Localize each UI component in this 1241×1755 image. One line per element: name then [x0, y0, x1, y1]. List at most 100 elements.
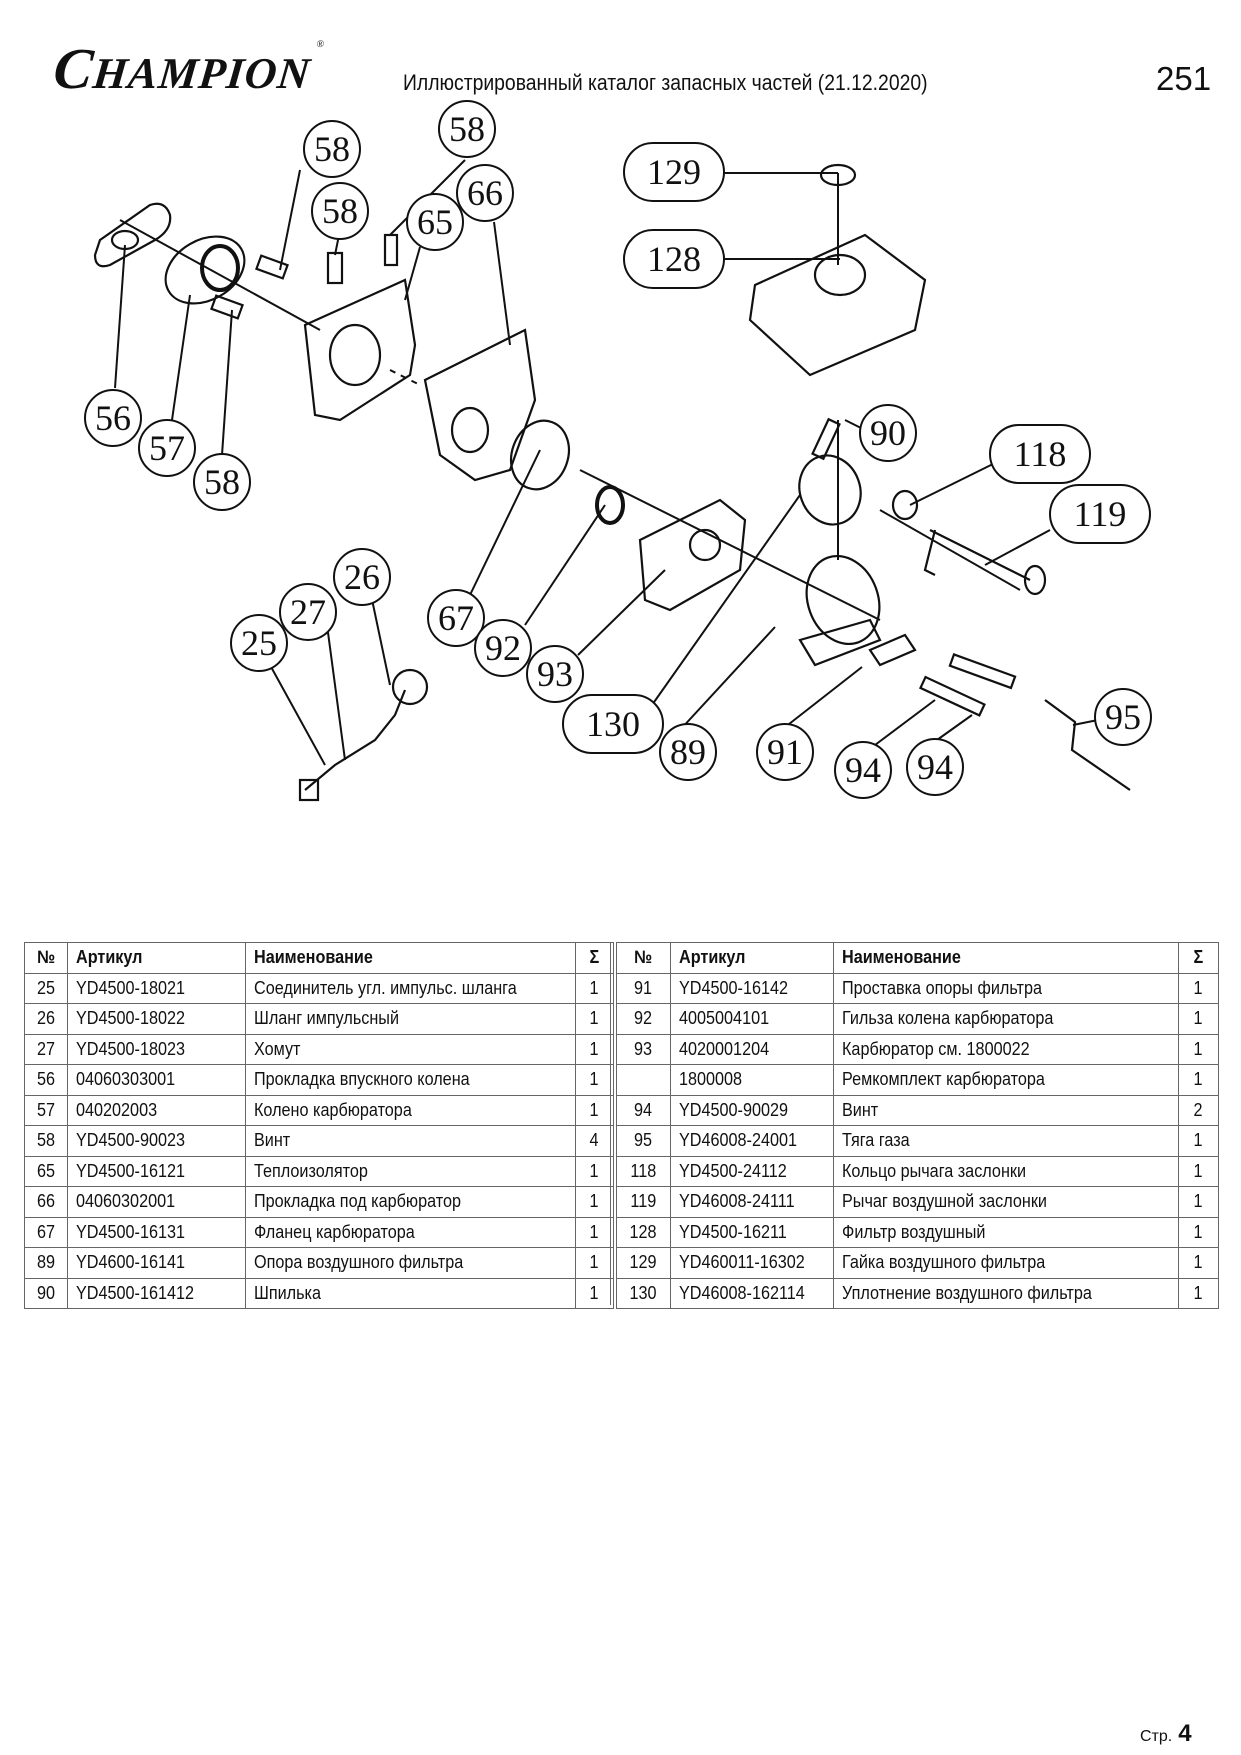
cell-qty: 1	[1178, 1247, 1219, 1279]
cell-name: Прокладка под карбюратор	[245, 1186, 576, 1218]
cell-num: 27	[24, 1033, 68, 1065]
cell-article: YD4600-16141	[67, 1247, 246, 1279]
callout-58: 58	[322, 191, 358, 231]
cell-num: 58	[24, 1125, 68, 1157]
cell-name: Гильза колена карбюратора	[833, 1003, 1179, 1035]
cell-name: Колено карбюратора	[245, 1094, 576, 1126]
callout-93: 93	[537, 654, 573, 694]
cell-qty: 1	[1178, 1033, 1219, 1065]
callout-89: 89	[670, 732, 706, 772]
cell-name: Винт	[245, 1125, 576, 1157]
cell-num: 90	[24, 1277, 68, 1309]
header-article: Артикул	[670, 942, 834, 974]
cell-article: YD46008-162114	[670, 1277, 834, 1309]
cell-qty: 1	[1178, 1216, 1219, 1248]
cell-num: 119	[616, 1186, 671, 1218]
logo-text: HAMPION	[90, 49, 314, 98]
table-separator	[610, 942, 614, 1305]
cell-article: YD4500-90023	[67, 1125, 246, 1157]
cell-article: 1800008	[670, 1064, 834, 1096]
footer-label: Стр.	[1140, 1728, 1173, 1745]
header-qty: Σ	[1178, 942, 1219, 974]
cell-qty: 1	[1178, 1186, 1219, 1218]
cell-num: 89	[24, 1247, 68, 1279]
cell-qty: 1	[575, 1186, 614, 1218]
cell-num: 92	[616, 1003, 671, 1035]
cell-qty: 1	[575, 1033, 614, 1065]
cell-num: 25	[24, 972, 68, 1004]
cell-qty: 1	[575, 1155, 614, 1187]
cell-qty: 1	[575, 1064, 614, 1096]
cell-num: 129	[616, 1247, 671, 1279]
cell-qty: 1	[1178, 1277, 1219, 1309]
callout-66: 66	[467, 173, 503, 213]
cell-article: YD46008-24111	[670, 1186, 834, 1218]
cell-name: Хомут	[245, 1033, 576, 1065]
callout-26: 26	[344, 557, 380, 597]
cell-qty: 4	[575, 1125, 614, 1157]
cell-name: Прокладка впускного колена	[245, 1064, 576, 1096]
cell-name: Рычаг воздушной заслонки	[833, 1186, 1179, 1218]
cell-article: YD4500-18022	[67, 1003, 246, 1035]
callout-56: 56	[95, 398, 131, 438]
cell-qty: 1	[575, 1003, 614, 1035]
cell-name: Фланец карбюратора	[245, 1216, 576, 1248]
callout-65: 65	[417, 202, 453, 242]
cell-name: Кольцо рычага заслонки	[833, 1155, 1179, 1187]
header-qty: Σ	[575, 942, 614, 974]
cell-name: Тяга газа	[833, 1125, 1179, 1157]
champion-logo: CHAMPION®	[51, 36, 326, 101]
cell-num: 95	[616, 1125, 671, 1157]
callout-58: 58	[314, 129, 350, 169]
callout-27: 27	[290, 592, 326, 632]
cell-name: Опора воздушного фильтра	[245, 1247, 576, 1279]
callout-90: 90	[870, 413, 906, 453]
cell-article: YD4500-16211	[670, 1216, 834, 1248]
cell-name: Проставка опоры фильтра	[833, 972, 1179, 1004]
cell-name: Винт	[833, 1094, 1179, 1126]
table-header-row: № Артикул Наименование Σ	[24, 942, 614, 974]
callout-25: 25	[241, 623, 277, 663]
cell-article: YD4500-16142	[670, 972, 834, 1004]
cell-article: YD4500-16121	[67, 1155, 246, 1187]
cell-article: YD4500-24112	[670, 1155, 834, 1187]
callout-57: 57	[149, 428, 185, 468]
cell-name: Шпилька	[245, 1277, 576, 1309]
cell-num	[616, 1064, 671, 1096]
cell-article: 040202003	[67, 1094, 246, 1126]
cell-name: Соединитель угл. импульс. шланга	[245, 972, 576, 1004]
callout-95: 95	[1105, 697, 1141, 737]
cell-name: Гайка воздушного фильтра	[833, 1247, 1179, 1279]
callout-119: 119	[1074, 494, 1127, 534]
cell-num: 118	[616, 1155, 671, 1187]
cell-num: 56	[24, 1064, 68, 1096]
cell-article: 4020001204	[670, 1033, 834, 1065]
cell-name: Карбюратор см. 1800022	[833, 1033, 1179, 1065]
header-num: №	[616, 942, 671, 974]
cell-num: 93	[616, 1033, 671, 1065]
cell-num: 26	[24, 1003, 68, 1035]
cell-qty: 1	[575, 1247, 614, 1279]
callout-118: 118	[1014, 434, 1067, 474]
cell-name: Фильтр воздушный	[833, 1216, 1179, 1248]
footer-page-number: 4	[1178, 1720, 1192, 1747]
cell-name: Уплотнение воздушного фильтра	[833, 1277, 1179, 1309]
cell-qty: 1	[575, 972, 614, 1004]
cell-num: 57	[24, 1094, 68, 1126]
callout-92: 92	[485, 628, 521, 668]
callout-58: 58	[204, 462, 240, 502]
page-footer: Стр. 4	[1140, 1720, 1192, 1748]
